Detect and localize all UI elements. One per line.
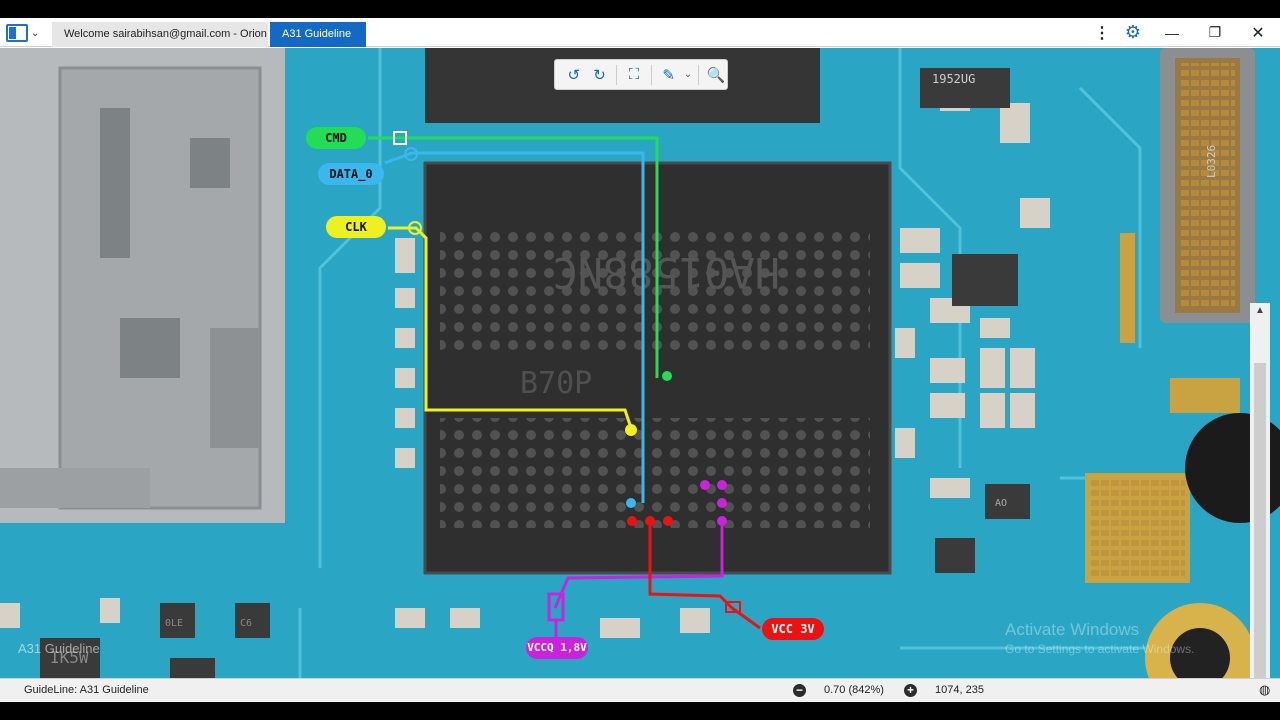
tag-label: CMD: [325, 131, 347, 145]
signal-tag-clk: CLK: [326, 216, 386, 238]
minimize-button[interactable]: —: [1165, 24, 1179, 41]
globe-icon[interactable]: ◍: [1259, 682, 1271, 697]
tag-label: VCCQ 1,8V: [527, 641, 587, 654]
svg-text:HA01588NC: HA01588NC: [552, 248, 780, 297]
signal-tag-data0: DATA_0: [318, 163, 384, 185]
tab-welcome[interactable]: Welcome sairabihsan@gmail.com - Orion: [52, 22, 268, 47]
viewer-watermark: A31 Guideline: [18, 641, 100, 656]
tag-label: VCC 3V: [771, 622, 815, 636]
chip-label: L0326: [1205, 145, 1218, 178]
chip-label: AO: [995, 498, 1007, 509]
layout-icon: [6, 24, 28, 42]
scroll-thumb[interactable]: [1254, 363, 1266, 678]
tab-a31-guideline[interactable]: A31 Guideline: [270, 22, 366, 47]
app-menu-button[interactable]: ⌄: [6, 22, 42, 44]
search-icon[interactable]: 🔍: [706, 66, 726, 84]
draw-line-icon[interactable]: ✎: [662, 66, 675, 84]
rotate-right-icon[interactable]: ↻: [593, 66, 606, 84]
toolbar-divider: [616, 64, 618, 85]
close-button[interactable]: ✕: [1251, 24, 1265, 42]
gear-icon[interactable]: ⚙: [1124, 22, 1142, 42]
tag-label: DATA_0: [329, 167, 373, 181]
chevron-down-icon: ⌄: [31, 27, 40, 39]
toolbar-divider: [650, 64, 652, 85]
activate-windows-subtitle: Go to Settings to activate Windows.: [1005, 642, 1195, 656]
pcb-image: HA01588NC: [0, 48, 1280, 678]
more-options-icon[interactable]: ⋮: [1094, 24, 1110, 42]
chip-label: 0LE: [165, 618, 183, 629]
chip-label: C6: [240, 618, 252, 629]
chevron-down-icon[interactable]: ⌄: [683, 69, 693, 80]
maximize-button[interactable]: ❐: [1208, 24, 1222, 40]
activate-windows-title: Activate Windows: [1005, 620, 1140, 639]
cursor-coordinates: 1074, 235: [935, 684, 984, 696]
toolbar-divider: [698, 64, 700, 85]
board-viewer[interactable]: HA01588NC: [0, 48, 1280, 678]
chip-label: IK5W: [50, 648, 89, 667]
signal-tag-vccq: VCCQ 1,8V: [526, 637, 588, 659]
vertical-scrollbar[interactable]: ▲ ▼: [1250, 303, 1270, 678]
guideline-name: GuideLine: A31 Guideline: [24, 684, 149, 696]
zoom-out-icon[interactable]: −: [793, 684, 806, 697]
zoom-in-icon[interactable]: +: [904, 684, 917, 697]
zoom-level: 0.70 (842%): [824, 684, 884, 696]
status-bar: GuideLine: A31 Guideline − 0.70 (842%) +…: [0, 678, 1280, 702]
chip-label: B70P: [520, 366, 592, 401]
scroll-up-icon[interactable]: ▲: [1255, 305, 1265, 316]
view-toolbar: ↺ ↻ ⛶ ✎ ⌄ 🔍: [554, 59, 728, 90]
fit-screen-icon[interactable]: ⛶: [628, 66, 640, 83]
title-bar: ⌄ Welcome sairabihsan@gmail.com - Orion …: [0, 18, 1280, 47]
app-window: ⌄ Welcome sairabihsan@gmail.com - Orion …: [0, 18, 1280, 702]
tag-label: CLK: [345, 220, 367, 234]
chip-label: 1952UG: [932, 72, 975, 86]
signal-tag-vcc: VCC 3V: [762, 618, 824, 640]
signal-tag-cmd: CMD: [306, 127, 366, 149]
rotate-left-icon[interactable]: ↺: [567, 66, 581, 84]
